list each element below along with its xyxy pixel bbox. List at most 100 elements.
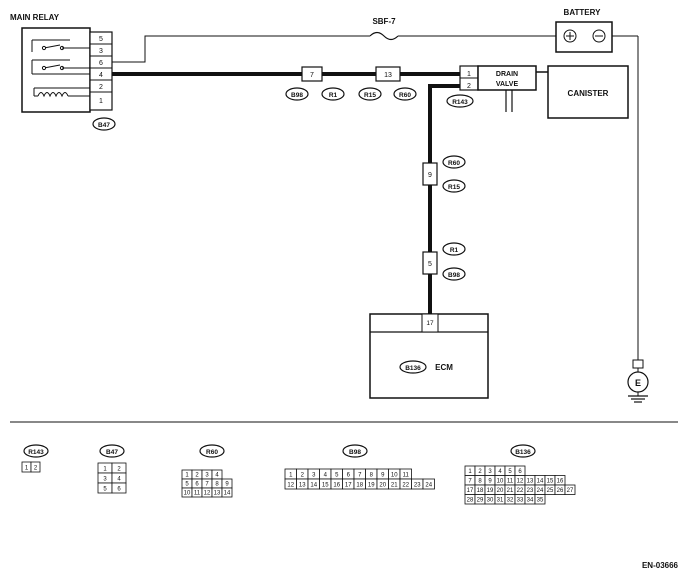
legend-b98-pin: 24 bbox=[425, 483, 432, 489]
legend-b136-pin: 35 bbox=[537, 498, 544, 504]
svg-text:5: 5 bbox=[428, 261, 432, 268]
legend-b98-pin: 20 bbox=[379, 483, 386, 489]
legend-b136-pin: 9 bbox=[488, 479, 492, 485]
doc-code: EN-03666 bbox=[642, 561, 679, 570]
legend-b136-pin: 26 bbox=[557, 488, 564, 494]
legend-r60-pin: 9 bbox=[225, 482, 229, 488]
ecm: 17 B136 ECM bbox=[369, 313, 489, 399]
legend-b47-pin: 2 bbox=[117, 467, 121, 473]
battery-wire bbox=[112, 35, 556, 63]
legend-b98-pin: 11 bbox=[403, 473, 410, 479]
ground-wire bbox=[612, 35, 639, 360]
legend-b136-pin: 20 bbox=[497, 488, 504, 494]
legend-r60-pin: 10 bbox=[184, 491, 191, 497]
svg-text:7: 7 bbox=[310, 72, 314, 79]
legend-b136-pin: 18 bbox=[477, 488, 484, 494]
legend-tag-b136 bbox=[510, 444, 536, 458]
legend-b136-cell bbox=[564, 484, 576, 495]
legend-b98-pin: 19 bbox=[368, 483, 375, 489]
legend-b98-pin: 23 bbox=[414, 483, 421, 489]
legend-b136-pin: 17 bbox=[467, 488, 474, 494]
legend-b136-pin: 19 bbox=[487, 488, 494, 494]
tag-r15-v: R15 bbox=[448, 184, 460, 191]
legend-tag-r143 bbox=[23, 444, 49, 458]
legend-r143-pin: 2 bbox=[34, 466, 38, 472]
legend-r60-pin: 3 bbox=[205, 473, 209, 479]
legend-r143-pin: 1 bbox=[25, 466, 29, 472]
legend-b136-pin: 15 bbox=[547, 479, 554, 485]
legend-title-b47: B47 bbox=[106, 449, 118, 456]
legend-b47-cell bbox=[111, 482, 127, 494]
legend-b136-pin: 7 bbox=[468, 479, 472, 485]
legend-r143-cell bbox=[30, 461, 41, 473]
legend-r60-pin: 12 bbox=[204, 491, 211, 497]
valve-pin-1: 1 bbox=[467, 71, 471, 78]
svg-text:B47: B47 bbox=[98, 122, 110, 129]
svg-text:9: 9 bbox=[428, 172, 432, 179]
legend-b98-pin: 10 bbox=[391, 473, 398, 479]
legend-b98-pin: 9 bbox=[381, 473, 385, 479]
legend-title-r143: R143 bbox=[28, 449, 44, 456]
legend-r60-pin: 5 bbox=[185, 482, 189, 488]
legend-title-b98: B98 bbox=[349, 449, 361, 456]
legend-b47-pin: 6 bbox=[117, 487, 121, 493]
legend-b136-pin: 25 bbox=[547, 488, 554, 494]
ecm-label: ECM bbox=[435, 363, 453, 372]
legend-r60-pin: 13 bbox=[214, 491, 221, 497]
legend-b136-pin: 34 bbox=[527, 498, 534, 504]
legend-b98-pin: 21 bbox=[391, 483, 398, 489]
inline-connector-r15-r60: 13 R15 R60 bbox=[358, 66, 417, 101]
legend-b47-pin: 3 bbox=[103, 477, 107, 483]
legend-b136-pin: 21 bbox=[507, 488, 514, 494]
legend-b136-pin: 8 bbox=[478, 479, 482, 485]
tag-b98: B98 bbox=[291, 92, 303, 99]
tag-r15: R15 bbox=[364, 92, 376, 99]
legend-b136-pin: 24 bbox=[537, 488, 544, 494]
legend-b98-pin: 15 bbox=[322, 483, 329, 489]
legend-b98-pin: 12 bbox=[287, 483, 294, 489]
legend-b98-cell bbox=[422, 478, 435, 490]
svg-text:13: 13 bbox=[384, 72, 392, 79]
tag-b136: B136 bbox=[405, 365, 421, 372]
legend-b98-pin: 22 bbox=[402, 483, 409, 489]
legend-b136-pin: 32 bbox=[507, 498, 514, 504]
relay-pin-1: 1 bbox=[99, 98, 103, 105]
legend-b136-pin: 13 bbox=[527, 479, 534, 485]
legend-b136-pin: 5 bbox=[508, 469, 512, 475]
canister: CANISTER bbox=[547, 65, 629, 119]
tag-b98-v: B98 bbox=[448, 272, 460, 279]
valve-pin-2: 2 bbox=[467, 83, 471, 90]
legend-b98-pin: 5 bbox=[335, 473, 339, 479]
legend-b136-pin: 23 bbox=[527, 488, 534, 494]
battery-label: BATTERY bbox=[564, 8, 602, 17]
relay-pin-3: 3 bbox=[99, 48, 103, 55]
legend-r60-pin: 14 bbox=[224, 491, 231, 497]
main-relay-label: MAIN RELAY bbox=[10, 13, 60, 22]
legend-b47-pin: 5 bbox=[103, 487, 107, 493]
main-relay bbox=[21, 27, 91, 113]
ground-symbol: E bbox=[627, 359, 649, 403]
legend-b136-pin: 27 bbox=[567, 488, 574, 494]
legend-b98-pin: 13 bbox=[299, 483, 306, 489]
legend-title-b136: B136 bbox=[515, 449, 531, 456]
legend-b136-pin: 10 bbox=[497, 479, 504, 485]
legend-b98-pin: 17 bbox=[345, 483, 352, 489]
legend-r60-pin: 1 bbox=[185, 473, 189, 479]
legend-b136-pin: 6 bbox=[518, 469, 522, 475]
legend-b98-pin: 3 bbox=[312, 473, 316, 479]
legend-b136-pin: 2 bbox=[478, 469, 482, 475]
battery bbox=[555, 21, 613, 53]
inline-connector-b98-r1: 7 B98 R1 bbox=[285, 66, 345, 101]
legend-b136-pin: 28 bbox=[467, 498, 474, 504]
signal-harness bbox=[112, 72, 460, 314]
legend-b136-pin: 12 bbox=[517, 479, 524, 485]
relay-pin-5: 5 bbox=[99, 36, 103, 43]
legend-tag-b47 bbox=[99, 444, 125, 458]
legend-b47-pin: 4 bbox=[117, 477, 121, 483]
legend-b136-cell bbox=[534, 494, 546, 505]
